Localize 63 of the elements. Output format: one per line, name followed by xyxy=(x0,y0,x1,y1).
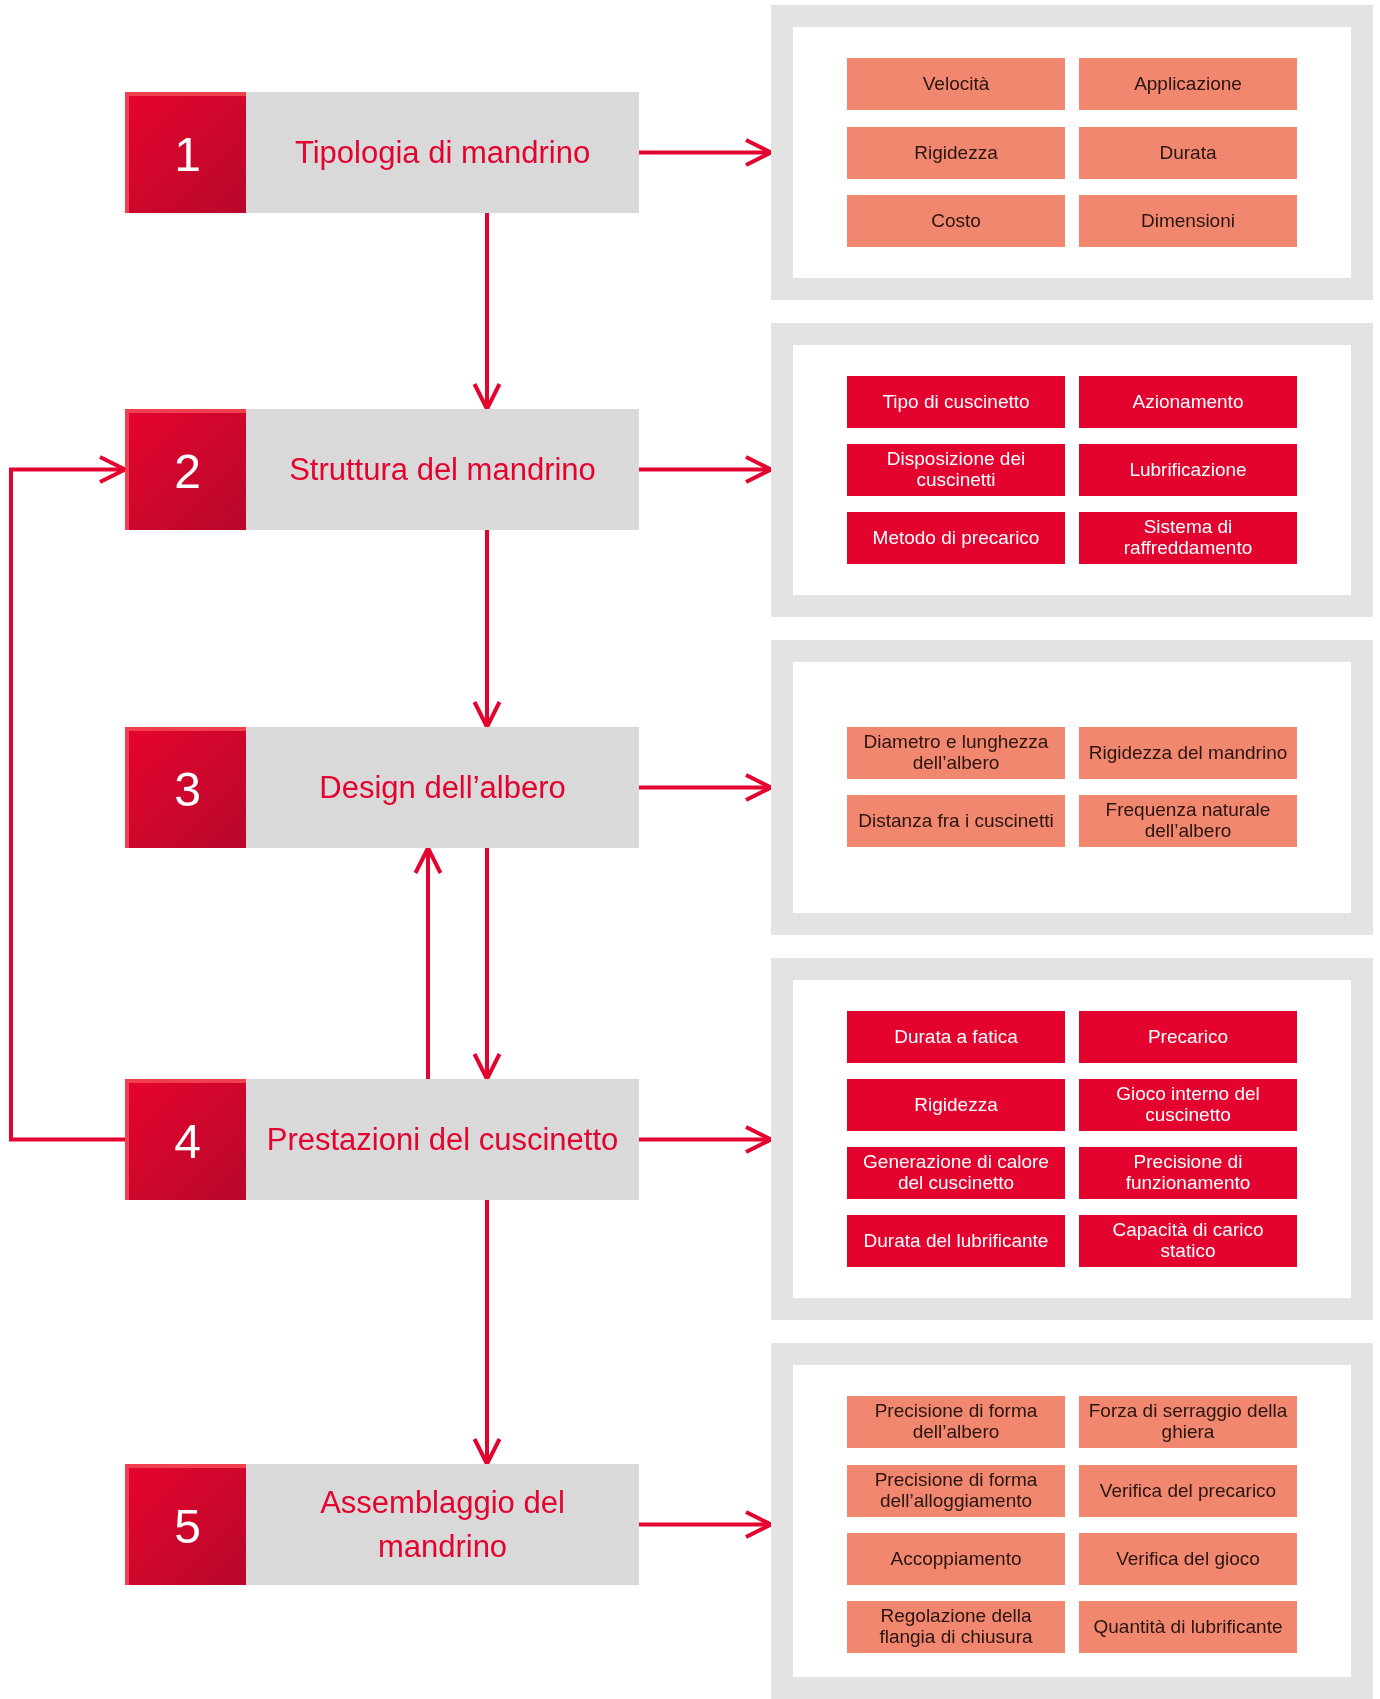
factor-box: Rigidezza del mandrino xyxy=(1079,727,1297,779)
factor-box: Forza di serraggio della ghiera xyxy=(1079,1396,1297,1448)
step-box xyxy=(125,1464,639,1585)
step-title: Assemblaggio del mandrino xyxy=(319,1484,566,1566)
factor-box: Dimensioni xyxy=(1079,195,1297,247)
factor-box: Costo xyxy=(847,195,1065,247)
step-title: Struttura del mandrino xyxy=(288,450,597,489)
arrow xyxy=(9,455,127,1142)
factor-box: Verifica del precarico xyxy=(1079,1465,1297,1517)
factor-box: Frequenza naturale dell’albero xyxy=(1079,795,1297,847)
factor-box: Gioco interno del cuscinetto xyxy=(1079,1079,1297,1131)
group-panel xyxy=(771,640,1373,935)
factor-box: Diametro e lunghezza dell’albero xyxy=(847,727,1065,779)
arrow xyxy=(639,455,773,484)
factor-box: Verifica del gioco xyxy=(1079,1533,1297,1585)
factor-box: Precisione di forma dell’alloggiamento xyxy=(847,1465,1065,1517)
arrow xyxy=(472,848,502,1081)
factor-box: Azionamento xyxy=(1079,376,1297,428)
arrow xyxy=(472,1200,502,1466)
factor-box: Precisione di funzionamento xyxy=(1079,1147,1297,1199)
step-box xyxy=(125,409,639,530)
arrow xyxy=(413,846,443,1079)
group-panel xyxy=(771,1343,1373,1699)
factor-box: Regolazione della flangia di chiusura xyxy=(847,1601,1065,1653)
factor-box: Rigidezza xyxy=(847,127,1065,179)
group-panel xyxy=(771,323,1373,617)
step-number: 3 xyxy=(125,727,246,848)
factor-box: Accoppiamento xyxy=(847,1533,1065,1585)
step-title: Prestazioni del cuscinetto xyxy=(265,1120,620,1159)
factor-box: Velocità xyxy=(847,58,1065,110)
step-number: 4 xyxy=(125,1079,246,1200)
step-box xyxy=(125,727,639,848)
group-panel xyxy=(771,5,1373,300)
arrow xyxy=(639,1510,773,1539)
step-box xyxy=(125,1079,639,1200)
factor-box: Tipo di cuscinetto xyxy=(847,376,1065,428)
arrow xyxy=(639,773,773,802)
factor-box: Capacità di carico statico xyxy=(1079,1215,1297,1267)
factor-box: Distanza fra i cuscinetti xyxy=(847,795,1065,847)
factor-box: Disposizione dei cuscinetti xyxy=(847,444,1065,496)
factor-box: Durata a fatica xyxy=(847,1011,1065,1063)
step-title: Design dell’albero xyxy=(318,768,567,807)
factor-box: Lubrificazione xyxy=(1079,444,1297,496)
factor-box: Precarico xyxy=(1079,1011,1297,1063)
factor-box: Generazione di calore del cuscinetto xyxy=(847,1147,1065,1199)
factor-box: Durata del lubrificante xyxy=(847,1215,1065,1267)
factor-box: Precisione di forma dell’albero xyxy=(847,1396,1065,1448)
arrow xyxy=(639,138,773,167)
factor-box: Metodo di precarico xyxy=(847,512,1065,564)
factor-box: Rigidezza xyxy=(847,1079,1065,1131)
factor-box: Quantità di lubrificante xyxy=(1079,1601,1297,1653)
step-number: 5 xyxy=(125,1464,246,1585)
step-box xyxy=(125,92,639,213)
step-title: Tipologia di mandrino xyxy=(293,133,592,172)
step-number: 1 xyxy=(125,92,246,213)
step-number: 2 xyxy=(125,409,246,530)
arrow xyxy=(639,1125,773,1154)
arrow xyxy=(472,213,502,411)
group-panel xyxy=(771,958,1373,1320)
factor-box: Applicazione xyxy=(1079,58,1297,110)
arrow xyxy=(472,530,502,729)
factor-box: Durata xyxy=(1079,127,1297,179)
factor-box: Sistema di raffreddamento xyxy=(1079,512,1297,564)
